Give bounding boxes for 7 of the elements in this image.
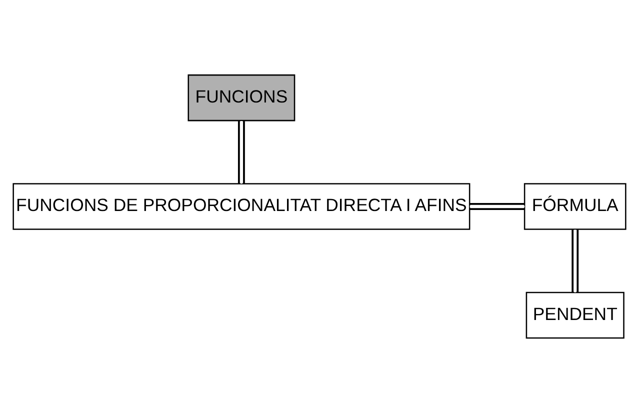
node-box: FUNCIONS <box>188 74 296 122</box>
connector <box>470 203 525 210</box>
connector <box>238 121 245 184</box>
node-box: FÓRMULA <box>524 183 626 230</box>
connector <box>572 230 579 292</box>
node-box: PENDENT <box>526 292 624 339</box>
node-box: FUNCIONS DE PROPORCIONALITAT DIRECTA I AFINS <box>12 183 470 230</box>
